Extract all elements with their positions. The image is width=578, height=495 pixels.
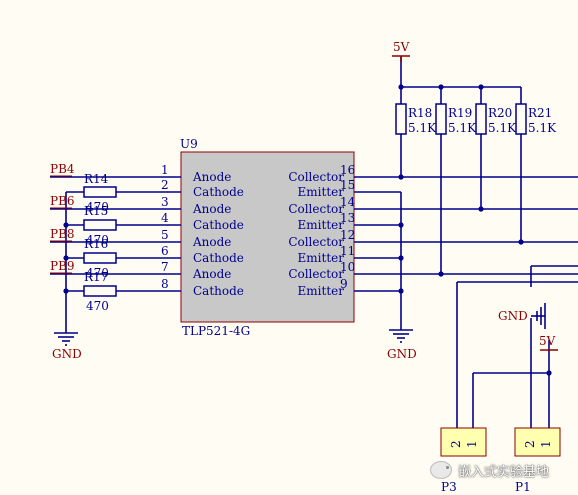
u9-designator: U9 — [180, 137, 198, 151]
pin-number: 11 — [340, 244, 355, 258]
pin-name: Anode — [192, 202, 231, 216]
pin-name: Cathode — [193, 185, 244, 199]
resistor-r16: R16 470 — [83, 237, 117, 280]
svg-text:5.1K: 5.1K — [408, 121, 437, 135]
svg-text:R15: R15 — [84, 204, 108, 218]
pin-name: Cathode — [193, 251, 244, 265]
pin-name: Emitter — [298, 251, 345, 265]
svg-text:470: 470 — [86, 266, 109, 280]
pin-name: Anode — [192, 170, 231, 184]
vcc-symbol-top: 5V — [392, 40, 410, 62]
gnd-symbol-left: GND — [52, 328, 82, 361]
pin-name: Emitter — [298, 284, 345, 298]
pin-name: Cathode — [193, 284, 244, 298]
pin-number: 5 — [161, 228, 169, 242]
resistor-r17: R17 470 — [83, 270, 117, 313]
gnd-symbol-right: GND — [498, 303, 546, 329]
pb-labels: PB4 PB6 PB8 PB9 — [50, 162, 75, 274]
svg-text:2: 2 — [449, 440, 463, 448]
u9-part-name: TLP521-4G — [182, 324, 250, 338]
gnd-symbol-mid: GND — [387, 329, 417, 361]
svg-text:5V: 5V — [393, 40, 410, 54]
watermark: 嵌入式实验基地 — [430, 457, 576, 483]
svg-text:GND: GND — [498, 309, 528, 323]
pin-number: 9 — [340, 277, 348, 291]
pin-number: 4 — [161, 211, 169, 225]
svg-text:P3: P3 — [441, 480, 457, 494]
svg-text:470: 470 — [86, 299, 109, 313]
svg-text:GND: GND — [387, 347, 417, 361]
pin-number: 6 — [161, 244, 169, 258]
svg-text:GND: GND — [52, 347, 82, 361]
svg-text:P1: P1 — [515, 480, 531, 494]
pin-name: Anode — [192, 235, 231, 249]
resistor-r21: R21 5.1K — [515, 103, 557, 135]
svg-text:R16: R16 — [84, 237, 108, 251]
pin-number: 8 — [161, 277, 169, 291]
svg-text:R14: R14 — [84, 172, 109, 186]
resistor-r18: R18 5.1K — [395, 103, 437, 135]
vcc-symbol-right: 5V — [539, 334, 558, 351]
pin-name: Collector — [288, 267, 344, 281]
svg-text:470: 470 — [86, 233, 109, 247]
pin-number: 1 — [161, 163, 169, 177]
output-wiring — [354, 57, 578, 428]
pin-name: Collector — [288, 202, 344, 216]
pin-name: Emitter — [298, 185, 345, 199]
svg-text:1: 1 — [539, 440, 553, 448]
pin-number: 10 — [340, 260, 355, 274]
svg-text:R21: R21 — [528, 106, 552, 120]
watermark-text: 嵌入式实验基地 — [458, 464, 550, 480]
svg-text:1: 1 — [465, 440, 479, 448]
svg-text:R17: R17 — [84, 270, 108, 284]
pin-number: 15 — [340, 178, 355, 192]
svg-text:5.1K: 5.1K — [448, 121, 477, 135]
u9-right-pins: 16Collector15Emitter14Collector13Emitter… — [288, 163, 355, 298]
u9-body — [180, 151, 355, 323]
resistor-r15: R15 470 — [83, 204, 117, 247]
resistor-r19: R19 5.1K — [435, 103, 477, 135]
svg-text:R18: R18 — [408, 106, 432, 120]
connector-p3: 2 1 P3 — [440, 427, 487, 494]
wechat-icon — [430, 461, 452, 479]
pin-number: 2 — [161, 178, 169, 192]
svg-text:R19: R19 — [448, 106, 472, 120]
net-label-pb4: PB4 — [50, 162, 75, 176]
net-label-pb9: PB9 — [50, 259, 75, 273]
svg-text:R20: R20 — [488, 106, 512, 120]
resistor-r20: R20 5.1K — [475, 103, 517, 135]
input-junctions — [63, 222, 69, 294]
resistor-r14: R14 470 — [83, 172, 117, 214]
pin-number: 14 — [340, 195, 356, 209]
net-label-pb6: PB6 — [50, 194, 75, 208]
pin-number: 16 — [340, 163, 355, 177]
pin-number: 12 — [340, 228, 355, 242]
output-junctions — [398, 84, 552, 376]
pin-name: Emitter — [298, 218, 345, 232]
svg-text:5.1K: 5.1K — [528, 121, 557, 135]
net-label-pb8: PB8 — [50, 227, 75, 241]
pin-number: 13 — [340, 211, 355, 225]
svg-text:470: 470 — [86, 200, 109, 214]
connector-p1: 2 1 P1 — [514, 427, 561, 494]
svg-text:5V: 5V — [539, 334, 556, 348]
svg-text:5.1K: 5.1K — [488, 121, 517, 135]
svg-text:2: 2 — [523, 440, 537, 448]
pin-name: Collector — [288, 235, 344, 249]
pin-number: 3 — [161, 195, 169, 209]
pin-name: Anode — [192, 267, 231, 281]
pin-number: 7 — [161, 260, 169, 274]
pin-name: Cathode — [193, 218, 244, 232]
pin-name: Collector — [288, 170, 344, 184]
